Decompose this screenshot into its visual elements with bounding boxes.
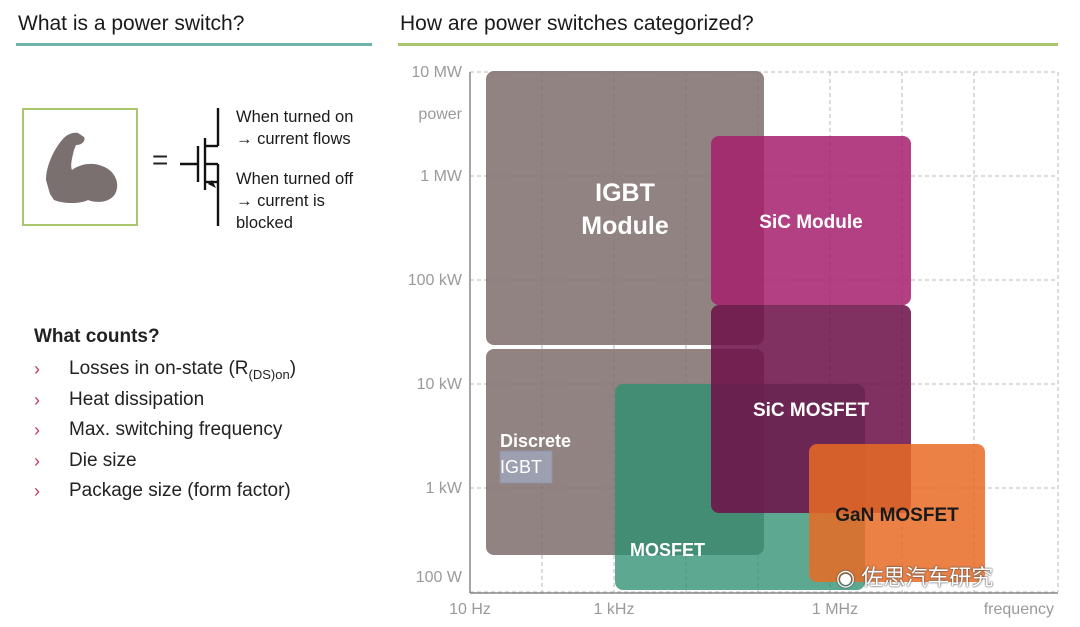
turned-on-line-2: → current flows [236,130,351,148]
y-tick-1kw: 1 kW [426,480,463,497]
label-gan-mosfet: GaN MOSFET [835,505,959,526]
list-item: ›Max. switching frequency [34,415,296,446]
label-mosfet: MOSFET [630,540,705,560]
list-item: ›Package size (form factor) [34,476,296,507]
left-title: What is a power switch? [18,12,245,35]
list-item: ›Die size [34,446,296,477]
bullet-chevron-icon: › [34,389,40,410]
icon-frame [22,108,138,226]
left-title-rule [16,43,372,46]
bullet-chevron-icon: › [34,481,40,501]
turned-off-description: When turned off → current is blocked [236,168,353,234]
label-sic-module: SiC Module [759,212,862,233]
y-tick-1mw: 1 MW [420,168,463,185]
transistor-symbol-icon [180,108,220,226]
bullet-chevron-icon: › [34,359,40,379]
label-igbt-module-2: Module [581,212,669,240]
x-tick-10hz: 10 Hz [449,601,491,618]
wechat-icon: ◉ [836,565,856,590]
turned-on-description: When turned on → current flows [236,106,353,150]
list-item: ›Losses in on-state (R(DS)on) [34,354,296,385]
label-discrete-igbt-2: IGBT [500,457,542,477]
turned-off-line-2: → current is [236,192,325,210]
categorization-diagram: IGBT Module Discrete IGBT MOSFET SiC Mod… [408,64,1059,618]
text-highlight [499,450,553,484]
turned-off-line-1: When turned off [236,170,354,188]
x-tick-1mhz: 1 MHz [812,601,858,618]
right-title-rule [398,43,1058,46]
label-igbt-module-1: IGBT [595,179,655,207]
flexed-arm-icon [46,132,118,203]
region-igbt-module [486,71,764,345]
right-title: How are power switches categorized? [400,12,754,35]
what-counts-title: What counts? [34,326,160,347]
region-gan-mosfet [809,444,985,582]
turned-off-line-3: blocked [236,214,293,232]
turned-on-line-1: When turned on [236,108,354,126]
watermark: ◉ 佐思汽车研究 [836,565,994,590]
y-tick-100w: 100 W [416,569,463,586]
equals-sign: = [152,144,169,175]
y-axis-title: power [418,106,462,123]
bullet-chevron-icon: › [34,450,40,471]
label-sic-mosfet: SiC MOSFET [753,400,870,421]
list-item: ›Heat dissipation [34,385,296,416]
what-counts-list: ›Losses in on-state (R(DS)on) ›Heat diss… [34,354,296,507]
axes [469,72,1058,594]
region-sic-module [711,136,911,305]
y-tick-10kw: 10 kW [417,376,463,393]
y-tick-10mw: 10 MW [411,64,463,81]
bullet-chevron-icon: › [34,420,40,440]
label-discrete-igbt-1: Discrete [500,431,571,451]
x-axis-title: frequency [984,601,1054,618]
y-tick-100kw: 100 kW [408,272,463,289]
x-tick-1khz: 1 kHz [594,601,635,618]
